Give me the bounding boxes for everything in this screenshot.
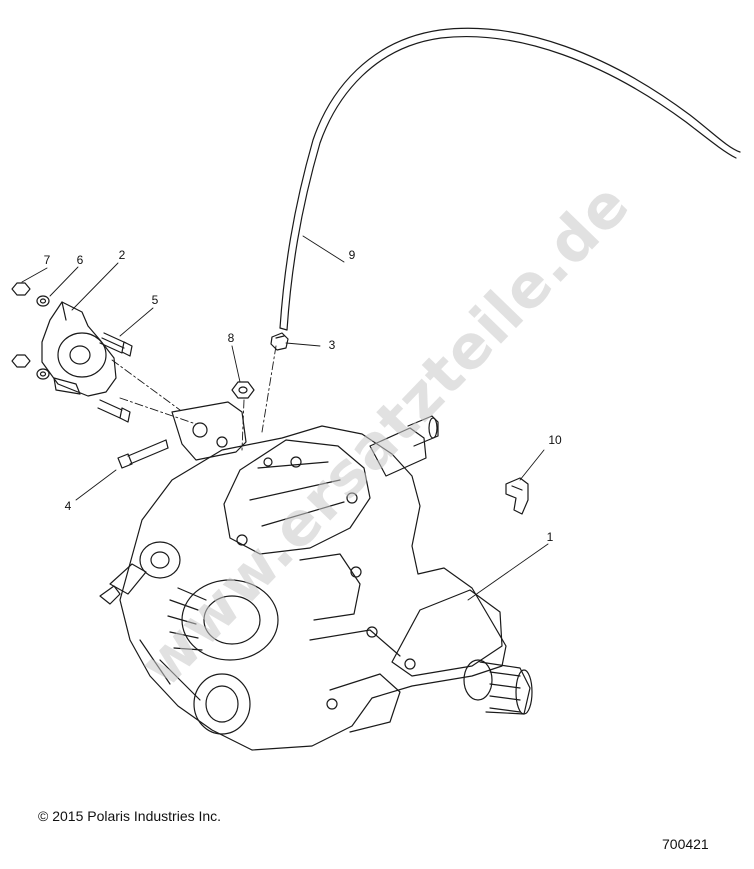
callout-7: 7 [43, 253, 51, 267]
nut-part-8 [231, 381, 255, 399]
washer-part-6 [36, 295, 50, 380]
bolt-part-5 [97, 332, 133, 423]
vent-hose-part-9 [279, 27, 741, 331]
transmission-part-1 [99, 401, 533, 751]
callout-5: 5 [151, 293, 159, 307]
diagram-code: 700421 [662, 836, 709, 852]
callout-3: 3 [328, 338, 336, 352]
sensor-part-2 [41, 301, 117, 397]
nut-part-7 [11, 282, 31, 368]
callout-9: 9 [348, 248, 356, 262]
callout-8: 8 [227, 331, 235, 345]
callout-4: 4 [64, 499, 72, 513]
leader-lines [21, 235, 549, 601]
clip-part-10 [505, 477, 529, 515]
callout-6: 6 [76, 253, 84, 267]
bolt-part-4 [117, 439, 169, 469]
copyright-notice: © 2015 Polaris Industries Inc. [38, 808, 222, 824]
alignment-lines [111, 345, 277, 451]
hose-clamp-part-3 [270, 332, 289, 351]
callout-2: 2 [118, 248, 126, 262]
callout-10: 10 [548, 433, 562, 447]
callout-1: 1 [546, 530, 554, 544]
